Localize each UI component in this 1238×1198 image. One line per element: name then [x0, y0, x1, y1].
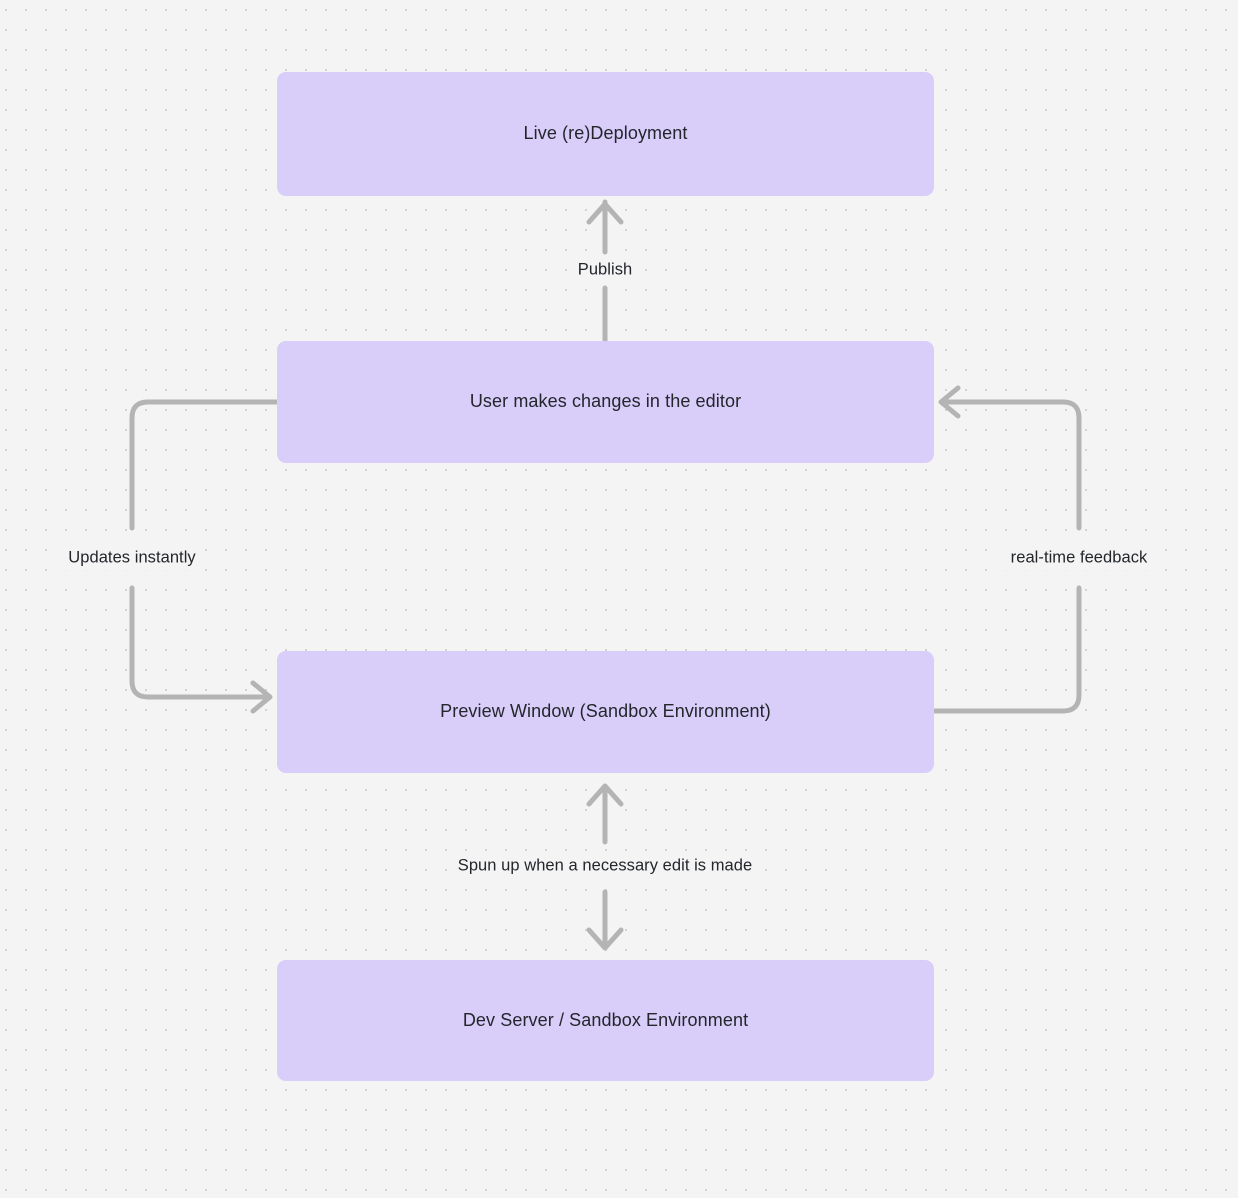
node-label: Dev Server / Sandbox Environment: [462, 1009, 749, 1030]
edge-label-publish[interactable]: Publish: [571, 257, 639, 283]
node-user-editor[interactable]: User makes changes in the editor: [277, 341, 934, 463]
node-label: User makes changes in the editor: [469, 391, 742, 412]
edge-label-updates-instantly[interactable]: Updates instantly: [62, 545, 202, 571]
edge-label-spun-up[interactable]: Spun up when a necessary edit is made: [451, 853, 759, 879]
node-preview-window[interactable]: Preview Window (Sandbox Environment): [277, 651, 934, 773]
node-label: Live (re)Deployment: [523, 123, 688, 144]
edge-label-real-time-feedback[interactable]: real-time feedback: [1004, 545, 1154, 571]
node-dev-server[interactable]: Dev Server / Sandbox Environment: [277, 960, 934, 1081]
node-label: Preview Window (Sandbox Environment): [440, 701, 771, 722]
node-live-deployment[interactable]: Live (re)Deployment: [277, 72, 934, 196]
